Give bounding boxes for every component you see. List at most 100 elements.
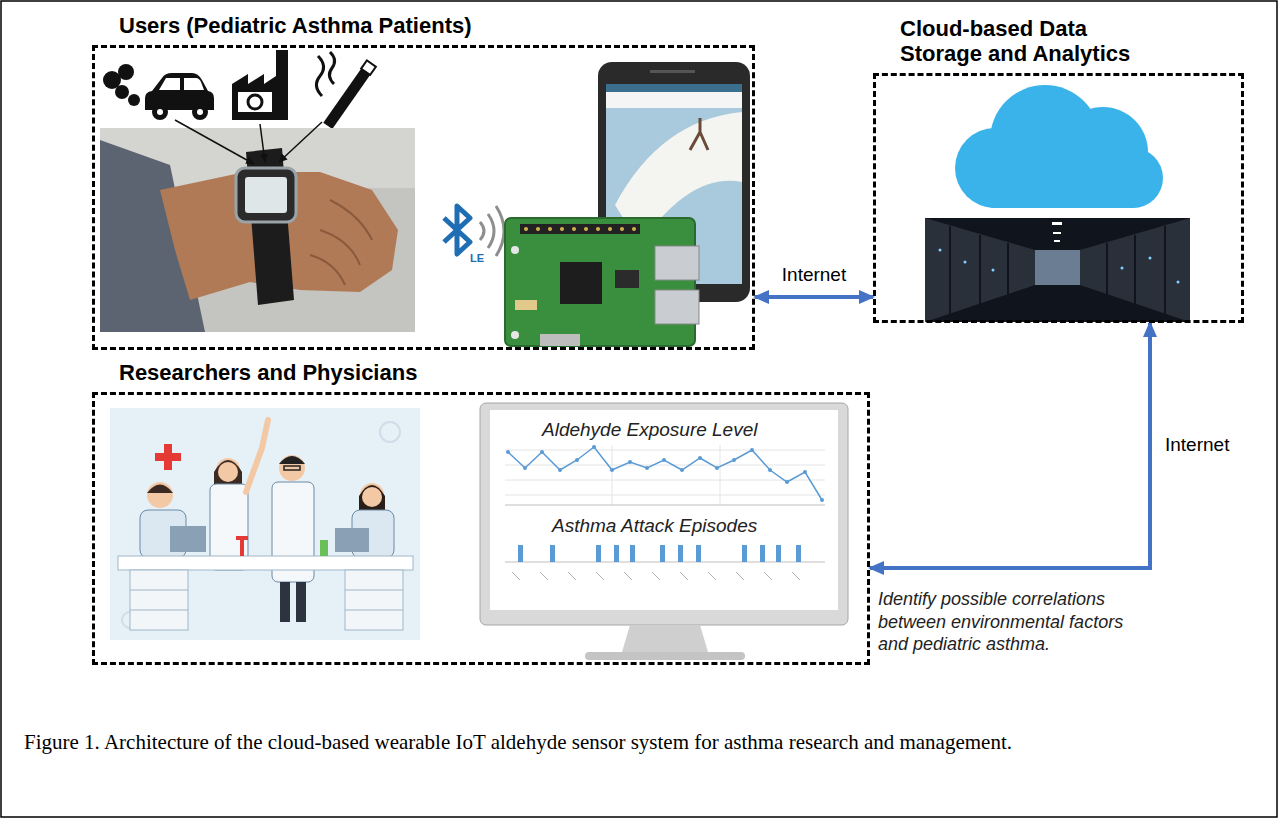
wrist-watch-photo <box>100 128 415 332</box>
wrist-watch-photo <box>310 200 372 285</box>
link-label: Internet <box>1162 434 1232 456</box>
monitor-chart <box>506 445 824 502</box>
raspberry-pi-board <box>560 227 564 231</box>
researchers-illustration <box>147 485 173 494</box>
monitor-chart <box>678 545 683 562</box>
raspberry-pi-board <box>536 227 540 231</box>
server-room-photo <box>964 261 967 264</box>
researchers-illustration <box>359 485 385 510</box>
monitor-chart <box>575 458 579 462</box>
factory-icon <box>248 95 262 109</box>
monitor-chart <box>750 448 754 452</box>
monitor-chart <box>776 545 781 562</box>
server-room-photo <box>939 249 1180 284</box>
smartphone <box>606 92 742 108</box>
bluetooth-symbol <box>480 222 484 240</box>
raspberry-pi-board <box>632 227 636 231</box>
car-icon <box>197 109 203 115</box>
monitor-chart <box>736 572 744 580</box>
server-room-photo <box>949 226 951 314</box>
car-icon <box>145 73 214 110</box>
server-room-photo <box>1080 218 1190 322</box>
network-link-arrow <box>755 295 873 299</box>
researchers-illustration <box>362 487 382 507</box>
factory-icon <box>232 50 288 120</box>
monitor-chart <box>505 495 825 496</box>
raspberry-pi-board <box>524 227 528 231</box>
bluetooth-symbol <box>444 206 504 256</box>
wrist-watch-photo <box>245 177 287 213</box>
server-room-photo <box>1177 281 1180 284</box>
monitor-chart <box>505 480 825 481</box>
cloud-icon <box>955 85 1163 208</box>
exposure-arrows <box>260 124 265 162</box>
car-icon <box>118 64 134 80</box>
researchers-illustration <box>320 540 328 556</box>
server-room-photo <box>1053 232 1061 234</box>
dashed-group-box: Users (Pediatric Asthma Patients) <box>92 45 755 350</box>
monitor-chart <box>645 466 649 470</box>
monitor-chart <box>652 572 660 580</box>
raspberry-pi-board <box>520 224 640 234</box>
car-icon <box>157 109 163 115</box>
bluetooth-symbol <box>496 206 504 256</box>
server-room-photo <box>979 235 981 304</box>
cigarette-icon <box>316 56 323 96</box>
cigarette-icon <box>329 52 334 84</box>
researchers-illustration <box>218 462 238 482</box>
monitor-chart <box>506 450 510 454</box>
wrist-watch-photo <box>100 128 415 332</box>
cigarette-icon <box>316 52 375 129</box>
car-icon <box>159 78 180 90</box>
researchers-illustration <box>296 582 306 622</box>
monitor-chart <box>585 652 745 660</box>
raspberry-pi-board <box>511 246 519 254</box>
monitor-chart <box>803 470 807 474</box>
smartphone <box>606 84 742 92</box>
server-room-photo <box>950 226 1165 314</box>
server-room-photo <box>1164 226 1166 314</box>
exposure-arrows <box>175 120 254 164</box>
researchers-illustration <box>335 528 369 552</box>
monitor-chart <box>760 545 765 562</box>
monitor-chart <box>696 545 701 562</box>
figure-caption: Figure 1. Architecture of the cloud-base… <box>24 727 1254 757</box>
car-icon <box>152 104 168 120</box>
server-room-photo <box>925 218 1035 322</box>
researchers-illustration <box>130 610 188 611</box>
server-room-photo <box>1052 222 1062 242</box>
monitor-chart <box>610 468 614 472</box>
monitor-chart <box>540 450 544 454</box>
researchers-illustration <box>380 422 400 442</box>
raspberry-pi-board <box>524 227 636 231</box>
server-room-photo <box>1035 250 1080 285</box>
monitor-chart <box>680 572 688 580</box>
monitor-chart <box>480 403 848 625</box>
raspberry-pi-board <box>572 227 576 231</box>
monitor-chart <box>505 450 825 451</box>
raspberry-pi-board <box>560 262 602 304</box>
wrist-watch-photo <box>236 168 296 222</box>
researchers-illustration <box>130 570 188 630</box>
server-room-photo <box>939 249 942 252</box>
researchers-illustration <box>280 582 290 622</box>
monitor-chart <box>523 466 527 470</box>
dashed-group-box: Cloud-based Data Storage and Analytics <box>873 73 1244 323</box>
monitor-chart <box>512 572 520 580</box>
server-room-photo <box>1052 222 1062 225</box>
raspberry-pi-board <box>505 218 699 346</box>
cloud-icon <box>975 165 1150 208</box>
raspberry-pi-board <box>608 227 612 231</box>
monitor-chart <box>596 572 604 580</box>
server-room-photo <box>925 218 1190 322</box>
monitor-chart <box>796 545 801 562</box>
group-heading: Researchers and Physicians <box>117 361 419 386</box>
car-icon <box>103 64 214 120</box>
monitor-chart <box>720 445 721 505</box>
smartphone <box>650 70 695 73</box>
monitor-chart <box>568 572 576 580</box>
monitor-chart <box>596 545 601 562</box>
monitor-chart <box>518 545 523 562</box>
